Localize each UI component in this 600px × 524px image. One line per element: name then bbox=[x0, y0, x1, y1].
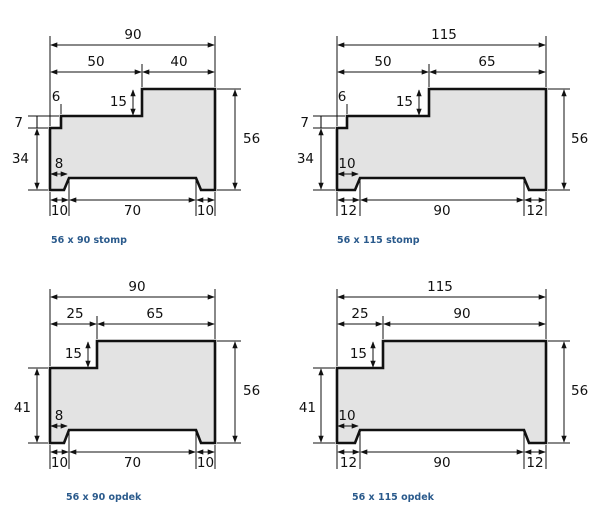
dim-label-top-segment-1: 25 bbox=[66, 306, 83, 322]
dim-label-height: 56 bbox=[243, 131, 260, 147]
profile-outline bbox=[335, 339, 548, 445]
dim-label-top-segment-1: 50 bbox=[374, 54, 391, 70]
profile-outline bbox=[48, 339, 217, 445]
dim-label-step: 15 bbox=[110, 94, 127, 110]
dim-overall-width: 115 bbox=[336, 279, 547, 366]
dim-label-rebate-height: 7 bbox=[14, 115, 23, 131]
dim-label-height: 56 bbox=[243, 383, 260, 399]
dim-label-overall-width: 90 bbox=[128, 279, 145, 295]
dim-label-top-segment-2: 65 bbox=[146, 306, 163, 322]
dim-left-height: 34 bbox=[12, 128, 48, 191]
dim-label-step: 15 bbox=[65, 346, 82, 362]
dim-label-left-height: 41 bbox=[299, 400, 316, 416]
dim-label-groove-depth: 10 bbox=[338, 408, 355, 424]
dim-overall-width: 90 bbox=[49, 27, 216, 126]
dim-label-height: 56 bbox=[571, 383, 588, 399]
dim-left-height: 41 bbox=[299, 367, 335, 444]
dim-groove-depth: 8 bbox=[50, 408, 68, 429]
dim-label-bottom-segment-1: 12 bbox=[340, 203, 357, 219]
dim-label-bottom-segment-2: 70 bbox=[124, 455, 141, 471]
dim-overall-width: 90 bbox=[49, 279, 216, 366]
dim-top-segments: 25 90 bbox=[337, 306, 546, 339]
dim-rebate-width: 6 bbox=[52, 89, 62, 114]
dim-rebate-height: 7 bbox=[14, 115, 59, 131]
dim-left-height: 41 bbox=[14, 367, 48, 444]
dim-label-step: 15 bbox=[350, 346, 367, 362]
dim-label-bottom-segment-1: 10 bbox=[51, 203, 68, 219]
dim-height: 56 bbox=[548, 340, 588, 444]
dim-bottom-segments: 12 90 12 bbox=[336, 180, 547, 219]
dim-rebate-height: 7 bbox=[300, 115, 345, 131]
dim-label-groove-depth: 8 bbox=[55, 156, 64, 172]
dim-step: 15 bbox=[110, 89, 136, 116]
dim-bottom-segments: 10 70 10 bbox=[49, 432, 216, 471]
dim-label-top-segment-2: 40 bbox=[170, 54, 187, 70]
profile-caption: 56 x 115 stomp bbox=[337, 235, 420, 246]
dim-label-overall-width: 115 bbox=[427, 279, 453, 295]
profile-outline bbox=[48, 87, 217, 192]
profile-56x90-opdek: 90 25 65 15 56 bbox=[14, 279, 260, 503]
dim-label-bottom-segment-1: 12 bbox=[340, 455, 357, 471]
dim-height: 56 bbox=[548, 88, 588, 191]
dim-top-segments: 50 65 bbox=[337, 54, 546, 87]
profile-caption: 56 x 115 opdek bbox=[352, 492, 435, 503]
dim-label-rebate-width: 6 bbox=[52, 89, 61, 105]
dim-label-left-height: 34 bbox=[297, 151, 314, 167]
dim-overall-width: 115 bbox=[336, 27, 547, 126]
dim-groove-depth: 10 bbox=[337, 156, 359, 177]
dim-label-top-segment-2: 90 bbox=[453, 306, 470, 322]
profile-caption: 56 x 90 stomp bbox=[51, 235, 127, 246]
dim-label-top-segment-1: 50 bbox=[87, 54, 104, 70]
dim-bottom-segments: 10 70 10 bbox=[49, 180, 216, 219]
dim-step: 15 bbox=[65, 341, 91, 368]
dim-label-bottom-segment-1: 10 bbox=[51, 455, 68, 471]
dim-step: 15 bbox=[350, 341, 376, 368]
dim-label-rebate-width: 6 bbox=[338, 89, 347, 105]
dim-label-step: 15 bbox=[396, 94, 413, 110]
profile-caption: 56 x 90 opdek bbox=[66, 492, 142, 503]
dim-label-rebate-height: 7 bbox=[300, 115, 309, 131]
profile-56x90-stomp: 90 50 40 15 56 6 bbox=[12, 27, 260, 246]
profile-56x115-opdek: 115 25 90 15 56 bbox=[299, 279, 588, 503]
dim-groove-depth: 8 bbox=[50, 156, 68, 177]
dim-step: 15 bbox=[396, 89, 422, 116]
dim-label-bottom-segment-3: 12 bbox=[526, 455, 543, 471]
dim-height: 56 bbox=[217, 340, 260, 444]
dim-label-groove-depth: 8 bbox=[55, 408, 64, 424]
profile-outline bbox=[335, 87, 548, 192]
dim-label-left-height: 41 bbox=[14, 400, 31, 416]
dim-label-overall-width: 115 bbox=[431, 27, 457, 43]
dim-label-bottom-segment-3: 12 bbox=[526, 203, 543, 219]
dim-label-top-segment-2: 65 bbox=[478, 54, 495, 70]
dim-label-height: 56 bbox=[571, 131, 588, 147]
dim-label-bottom-segment-2: 90 bbox=[433, 455, 450, 471]
dim-label-bottom-segment-2: 90 bbox=[433, 203, 450, 219]
dim-label-top-segment-1: 25 bbox=[351, 306, 368, 322]
dim-label-left-height: 34 bbox=[12, 151, 29, 167]
dim-label-bottom-segment-3: 10 bbox=[197, 203, 214, 219]
dim-height: 56 bbox=[217, 88, 260, 191]
dim-label-bottom-segment-3: 10 bbox=[197, 455, 214, 471]
dim-groove-depth: 10 bbox=[337, 408, 359, 429]
dim-rebate-width: 6 bbox=[338, 89, 348, 114]
dim-label-groove-depth: 10 bbox=[338, 156, 355, 172]
dim-top-segments: 50 40 bbox=[50, 54, 215, 87]
dim-top-segments: 25 65 bbox=[50, 306, 215, 339]
dim-label-overall-width: 90 bbox=[124, 27, 141, 43]
dim-left-height: 34 bbox=[297, 128, 335, 191]
dim-label-bottom-segment-2: 70 bbox=[124, 203, 141, 219]
dim-bottom-segments: 12 90 12 bbox=[336, 432, 547, 471]
profile-56x115-stomp: 115 50 65 15 56 6 bbox=[297, 27, 588, 246]
